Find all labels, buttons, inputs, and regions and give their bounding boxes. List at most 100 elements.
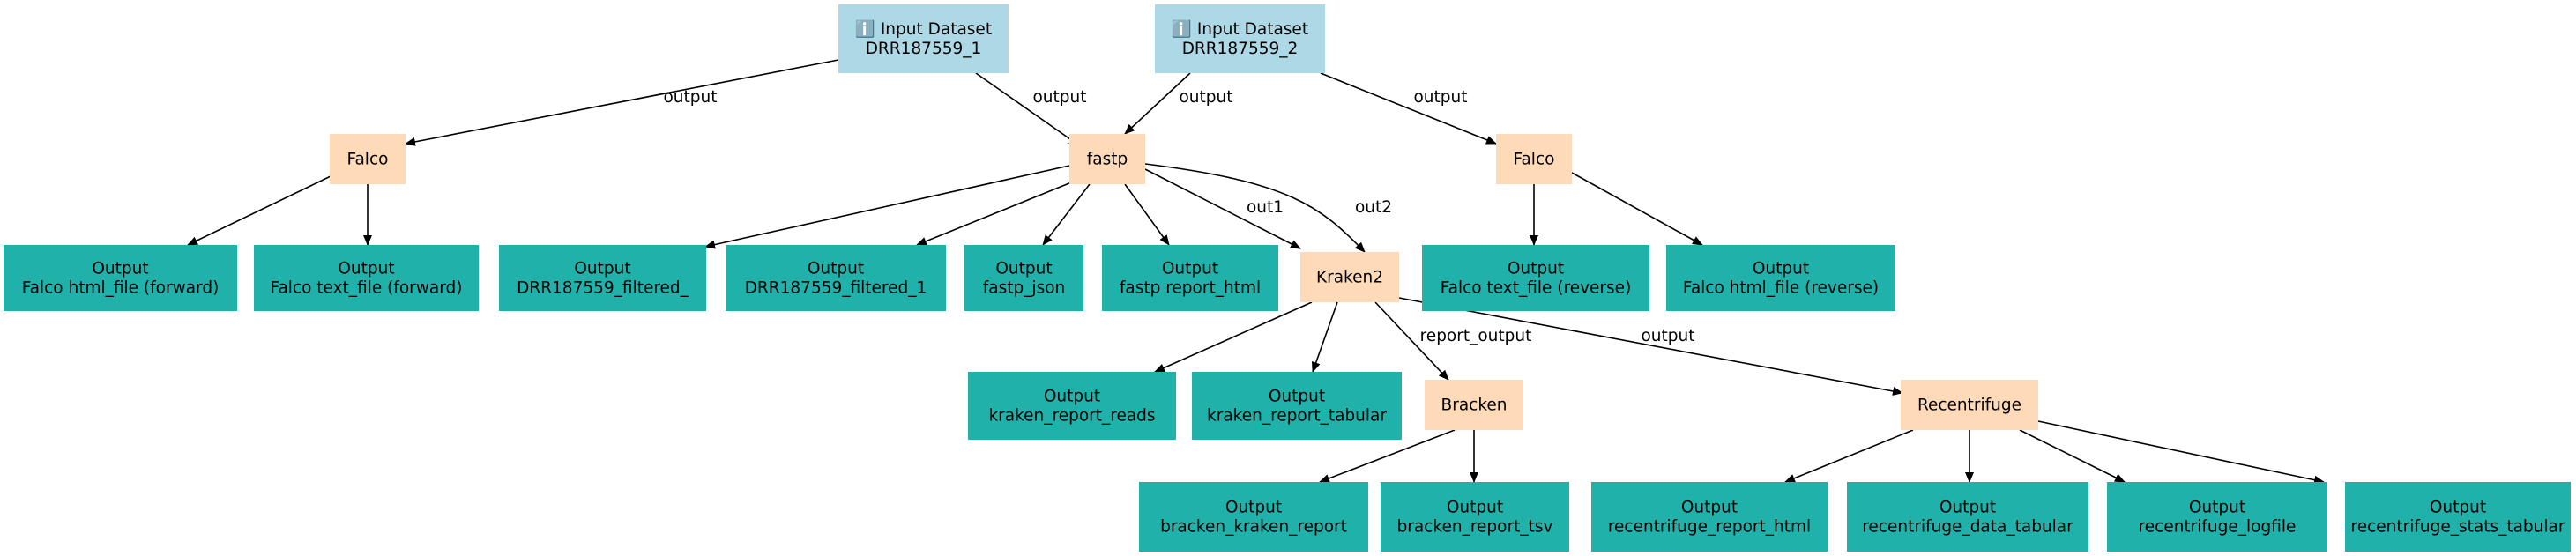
output-box — [499, 245, 706, 311]
edge-falco2-to-o_falco_html_r — [1571, 172, 1703, 246]
tool-box — [1901, 380, 2038, 430]
edge-label-output: output — [1413, 88, 1467, 107]
edge-kraken2-to-o_kraken_reads — [1154, 301, 1313, 373]
output-box — [4, 245, 237, 311]
node-title: Output — [92, 260, 148, 278]
edge-label-output: output — [663, 88, 717, 107]
node-subtitle: DRR187559_1 — [866, 40, 982, 58]
node-title: Output — [1269, 388, 1325, 406]
node-title: Output — [808, 260, 864, 278]
node-title: Output — [1508, 260, 1564, 278]
output-box — [2345, 482, 2571, 552]
node-title: Recentrifuge — [1917, 397, 2021, 415]
output-box — [1102, 245, 1278, 311]
input-box — [838, 4, 1009, 73]
node-title: ℹ️ Input Dataset — [1172, 19, 1308, 39]
edge-label-report_output: report_output — [1420, 327, 1532, 345]
node-title: Output — [338, 260, 394, 278]
node-title: Falco — [347, 151, 389, 169]
node-title: Output — [2430, 499, 2486, 517]
node-subtitle: Falco html_file (forward) — [22, 279, 220, 298]
node-subtitle: bracken_kraken_report — [1160, 518, 1347, 537]
edge-in2-to-falco2 — [1320, 72, 1497, 145]
output-box — [1847, 482, 2088, 552]
node-tool-falco1[interactable]: Falco — [330, 134, 406, 184]
edge-kraken2-to-bracken — [1374, 301, 1449, 381]
edge-bracken-to-o_bracken_kreport — [1319, 429, 1456, 483]
node-title: Output — [1681, 499, 1738, 517]
node-tool-kraken2[interactable]: Kraken2 — [1300, 252, 1399, 302]
output-box — [1422, 245, 1649, 311]
output-box — [1381, 482, 1569, 552]
node-subtitle: bracken_report_tsv — [1397, 518, 1553, 537]
edge-label-out2: out2 — [1355, 198, 1392, 217]
edge-recentrifuge-to-o_rc_log — [2019, 429, 2126, 483]
node-subtitle: fastp_json — [983, 279, 1066, 298]
tool-box — [1425, 380, 1523, 430]
tool-box — [1069, 134, 1145, 184]
node-title: Bracken — [1441, 397, 1508, 415]
node-subtitle: DRR187559_2 — [1182, 40, 1299, 58]
output-box — [1192, 372, 1402, 440]
node-title: Output — [995, 260, 1052, 278]
node-tool-fastp[interactable]: fastp — [1069, 134, 1145, 184]
edge-recentrifuge-to-o_rc_stats — [2037, 420, 2325, 485]
edge-label-output: output — [1641, 327, 1694, 345]
node-subtitle: recentrifuge_logfile — [2139, 518, 2297, 537]
node-subtitle: kraken_report_tabular — [1207, 407, 1387, 426]
output-box — [1591, 482, 1828, 552]
edge-recentrifuge-to-o_rc_html — [1784, 429, 1914, 483]
node-subtitle: Falco text_file (forward) — [271, 279, 463, 298]
edge-fastp-to-o_filtered_1 — [916, 176, 1085, 246]
edge-fastp-to-o_filtered_ — [704, 165, 1070, 249]
input-box — [1155, 4, 1325, 73]
node-tool-bracken[interactable]: Bracken — [1425, 380, 1523, 430]
node-title: Kraken2 — [1316, 269, 1383, 287]
tool-box — [1496, 134, 1572, 184]
node-title: Output — [1939, 499, 1996, 517]
node-subtitle: Falco html_file (reverse) — [1683, 279, 1879, 298]
node-subtitle: DRR187559_filtered_1 — [745, 279, 927, 298]
node-tool-falco2[interactable]: Falco — [1496, 134, 1572, 184]
edge-fastp-to-o_fastp_json — [1042, 183, 1091, 246]
output-box — [726, 245, 946, 311]
node-title: ℹ️ Input Dataset — [855, 19, 992, 39]
node-title: Output — [1044, 388, 1100, 406]
node-title: Output — [1225, 499, 1282, 517]
node-subtitle: recentrifuge_report_html — [1608, 518, 1811, 537]
node-title: fastp — [1087, 151, 1128, 169]
node-tool-recentrifuge[interactable]: Recentrifuge — [1901, 380, 2038, 430]
node-subtitle: Falco text_file (reverse) — [1441, 279, 1632, 298]
edge-falco1-to-o_falco_html_f — [187, 175, 331, 246]
node-title: Output — [1447, 499, 1503, 517]
output-box — [1666, 245, 1895, 311]
edge-fastp-to-kraken2 — [1144, 168, 1301, 249]
edge-in1-to-falco1 — [405, 59, 839, 146]
edge-label-output: output — [1032, 88, 1086, 107]
tool-box — [330, 134, 406, 184]
node-subtitle: recentrifuge_data_tabular — [1862, 518, 2073, 537]
edge-kraken2-to-recentrifuge — [1398, 297, 1903, 396]
tool-box — [1300, 252, 1399, 302]
output-box — [2107, 482, 2327, 552]
